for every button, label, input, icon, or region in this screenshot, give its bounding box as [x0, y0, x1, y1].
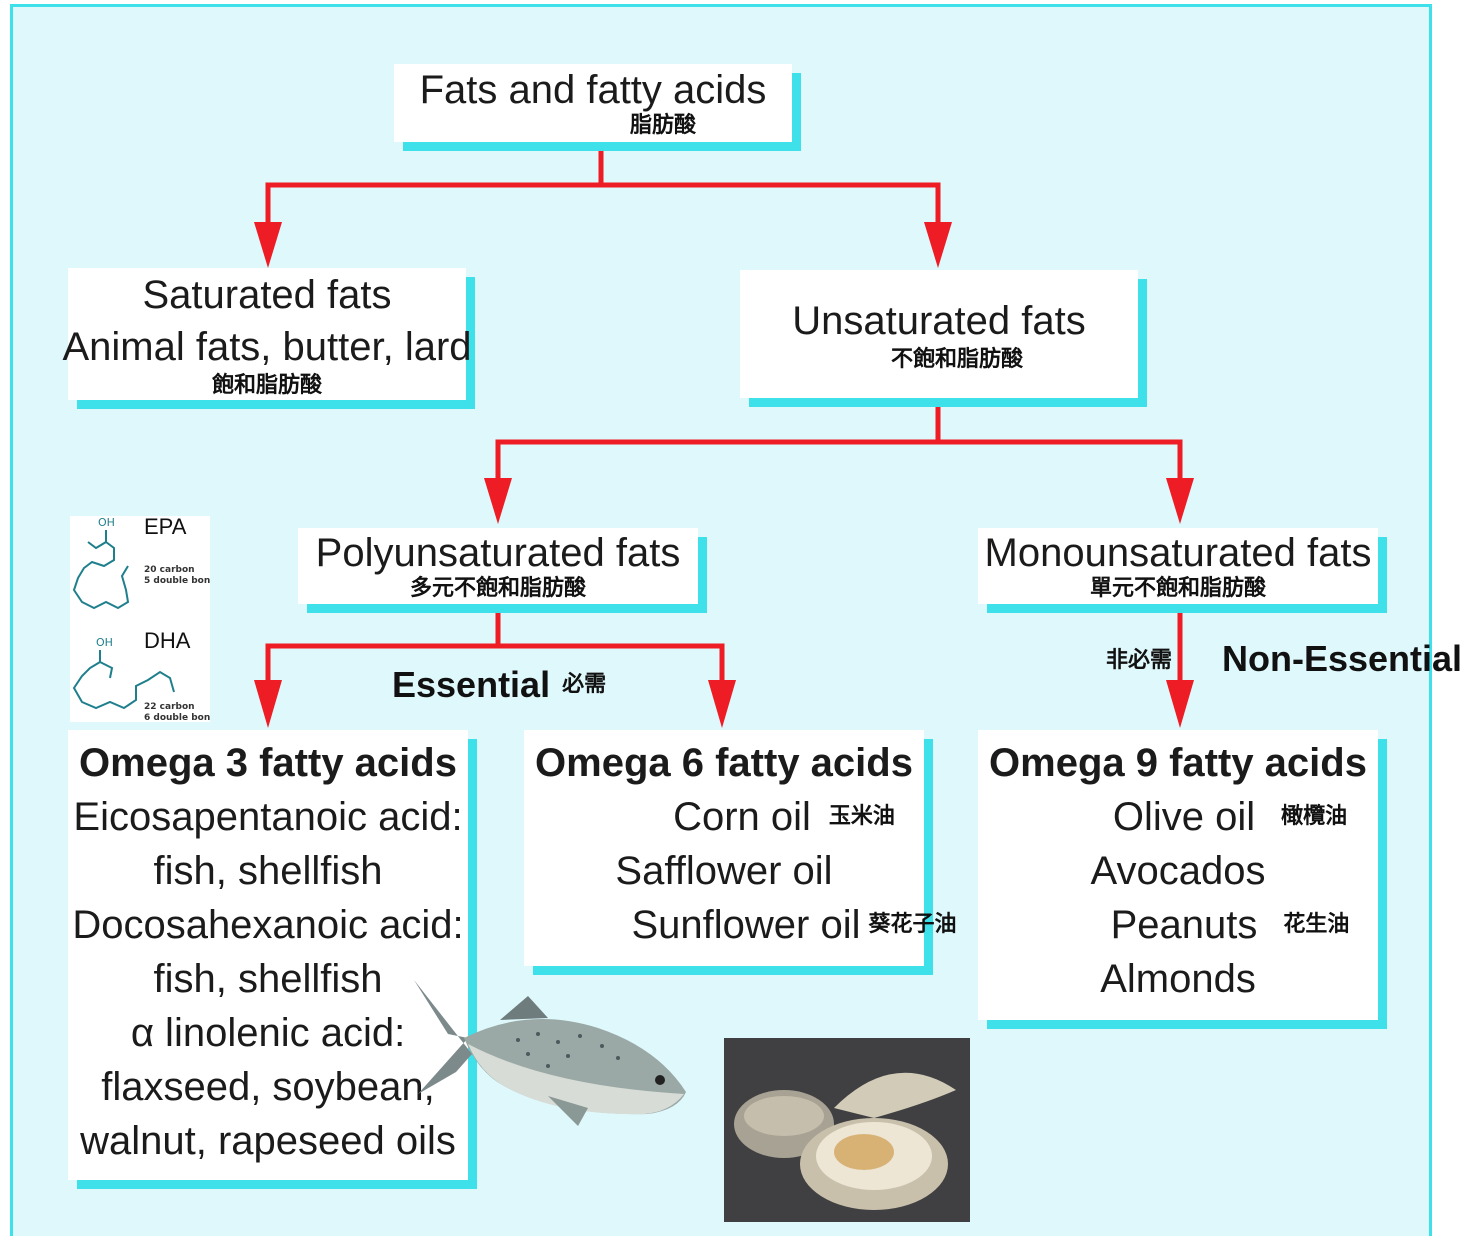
epa-bonds: 5 double bonds [144, 576, 210, 586]
monounsaturated-node: Monounsaturated fats 單元不飽和脂肪酸 [978, 528, 1378, 604]
non-essential-zh: 非必需 [1106, 648, 1172, 674]
arrow-to-saturated [254, 222, 282, 268]
omega9-item-name: Olive oil [1113, 790, 1255, 844]
omega3-line: walnut, rapeseed oils [80, 1114, 456, 1168]
root-zh: 脂肪酸 [630, 113, 696, 139]
polyunsaturated-title: Polyunsaturated fats [316, 530, 681, 576]
arrow-to-omega6 [708, 680, 736, 728]
omega9-item-name: Avocados [1091, 844, 1266, 898]
omega3-line: fish, shellfish [154, 952, 383, 1006]
unsaturated-node: Unsaturated fats 不飽和脂肪酸 [740, 270, 1138, 398]
omega6-title: Omega 6 fatty acids [535, 736, 913, 790]
essential-label: Essential 必需 [392, 664, 606, 706]
arrow-to-omega3 [254, 680, 282, 728]
omega6-item: Safflower oil [615, 844, 832, 898]
omega3-line: α linolenic acid: [131, 1006, 405, 1060]
monounsaturated-zh: 單元不飽和脂肪酸 [1090, 576, 1266, 602]
omega6-item-zh: 葵花子油 [869, 912, 957, 938]
arrow-to-monounsaturated [1166, 478, 1194, 524]
dha-name: DHA [144, 628, 191, 653]
omega3-line: fish, shellfish [154, 844, 383, 898]
omega9-item-zh: 橄欖油 [1281, 804, 1347, 830]
omega3-line: flaxseed, soybean, [101, 1060, 435, 1114]
root-node: Fats and fatty acids 脂肪酸 [394, 64, 792, 142]
dha-carbon: 22 carbon [144, 702, 195, 712]
saturated-examples: Animal fats, butter, lard [62, 321, 471, 373]
saturated-zh: 飽和脂肪酸 [212, 373, 322, 399]
dha-molecule-icon [74, 650, 174, 708]
omega6-item-zh: 玉米油 [829, 804, 895, 830]
polyunsaturated-node: Polyunsaturated fats 多元不飽和脂肪酸 [298, 528, 698, 604]
epa-name: EPA [144, 516, 187, 539]
epa-oh: OH [98, 516, 115, 529]
saturated-title: Saturated fats [142, 269, 391, 321]
unsaturated-zh: 不飽和脂肪酸 [891, 347, 1023, 373]
arrow-to-omega9 [1166, 680, 1194, 728]
arrow-to-polyunsaturated [484, 478, 512, 524]
omega6-item: Sunflower oil 葵花子油 [631, 898, 956, 952]
root-title: Fats and fatty acids [420, 67, 767, 113]
polyunsaturated-zh: 多元不飽和脂肪酸 [410, 576, 586, 602]
omega6-item-name: Sunflower oil [631, 898, 860, 952]
saturated-node: Saturated fats Animal fats, butter, lard… [68, 268, 466, 400]
omega9-item: Olive oil 橄欖油 [1113, 790, 1347, 844]
fish-illustration [408, 976, 692, 1136]
unsaturated-title: Unsaturated fats [792, 295, 1086, 347]
omega6-item-name: Corn oil [673, 790, 811, 844]
omega6-item-name: Safflower oil [615, 844, 832, 898]
omega3-title: Omega 3 fatty acids [79, 736, 457, 790]
clam-photo [724, 1038, 970, 1222]
omega9-item-zh: 花生油 [1283, 912, 1349, 938]
dha-oh: OH [96, 636, 113, 649]
essential-text: Essential [392, 664, 550, 706]
omega6-node: Omega 6 fatty acids Corn oil 玉米油 Safflow… [524, 730, 924, 966]
omega9-item-name: Almonds [1100, 952, 1256, 1006]
epa-carbon: 20 carbon [144, 565, 195, 575]
non-essential-text: Non-Essential [1222, 638, 1462, 680]
omega9-title: Omega 9 fatty acids [989, 736, 1367, 790]
omega3-line: Eicosapentanoic acid: [73, 790, 462, 844]
epa-molecule-icon [74, 530, 128, 608]
omega3-molecules: OH EPA 20 carbon 5 double bonds OH DHA 2… [70, 516, 210, 722]
arrow-to-unsaturated [924, 222, 952, 268]
omega6-item: Corn oil 玉米油 [673, 790, 895, 844]
omega9-item: Peanuts 花生油 [1111, 898, 1350, 952]
omega9-item: Avocados [1091, 844, 1266, 898]
omega3-line: Docosahexanoic acid: [72, 898, 463, 952]
omega9-item: Almonds [1100, 952, 1256, 1006]
dha-bonds: 6 double bonds [144, 713, 210, 722]
monounsaturated-title: Monounsaturated fats [985, 530, 1372, 576]
omega9-item-name: Peanuts [1111, 898, 1258, 952]
omega9-node: Omega 9 fatty acids Olive oil 橄欖油 Avocad… [978, 730, 1378, 1020]
essential-zh: 必需 [562, 672, 606, 698]
